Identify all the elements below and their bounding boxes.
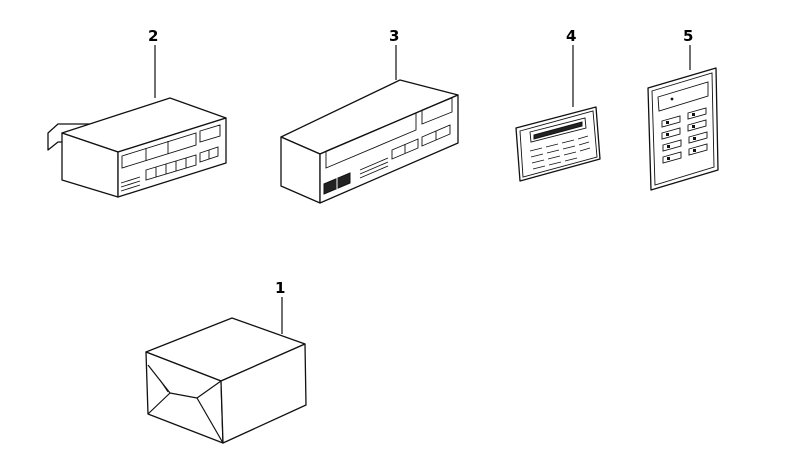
callout-3: 3 (389, 27, 399, 45)
button-row (145, 154, 197, 181)
display-window (121, 132, 197, 169)
display-window (325, 112, 417, 169)
front-face (117, 117, 227, 198)
key-grid (529, 135, 591, 170)
panel-outer (647, 67, 719, 191)
callout-5: 5 (683, 27, 693, 45)
part-3-drawing[interactable]: 3 (280, 27, 459, 204)
callout-1: 1 (275, 279, 285, 297)
part-2-drawing[interactable]: 2 (47, 27, 227, 198)
key-icons (666, 113, 696, 160)
part-5-drawing[interactable]: 5 (647, 27, 719, 191)
box-right (220, 343, 307, 444)
part-1-drawing[interactable]: 1 (145, 279, 307, 444)
key-grid (661, 107, 708, 164)
display-window (657, 81, 709, 112)
display-window (529, 117, 587, 143)
callout-2: 2 (148, 27, 158, 45)
button-row (391, 138, 419, 160)
callout-4: 4 (566, 27, 576, 45)
part-4-drawing[interactable]: 4 (515, 27, 601, 182)
